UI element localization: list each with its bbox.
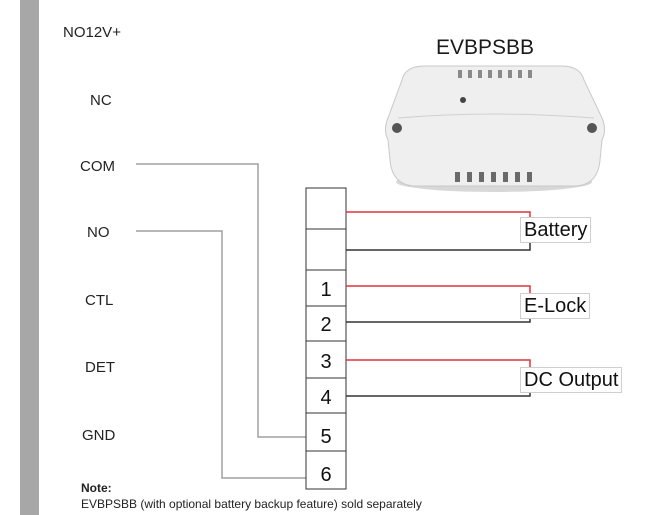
- wire-dc-output-negative: [346, 380, 531, 397]
- note-heading: Note:: [81, 481, 112, 495]
- wire-elock-negative: [346, 308, 531, 323]
- wire-dc-output-positive: [346, 359, 531, 380]
- terminal-label-no: NO: [87, 224, 110, 241]
- terminal-label-com: COM: [80, 158, 115, 175]
- wire-battery-negative: [346, 237, 531, 251]
- terminal-number-4: 4: [320, 387, 331, 409]
- terminal-label-gnd: GND: [82, 427, 116, 444]
- terminal-block: [305, 187, 347, 490]
- panel-edge-bar: [20, 0, 39, 515]
- terminal-number-6: 6: [320, 464, 331, 486]
- terminal-label-nc: NC: [90, 92, 112, 109]
- terminal-number-5: 5: [320, 426, 331, 448]
- terminal-number-1: 1: [320, 279, 331, 301]
- terminal-number-3: 3: [320, 351, 331, 373]
- wire-com-to-5: [136, 163, 306, 438]
- output-label-battery: Battery: [520, 217, 592, 243]
- terminal-number-2: 2: [320, 314, 331, 336]
- module-title: EVBPSBB: [436, 36, 535, 59]
- terminal-label-ctl: CTL: [85, 292, 114, 309]
- output-label-elock: E-Lock: [520, 293, 591, 319]
- terminal-label-no12v: NO12V+: [63, 24, 121, 41]
- wire-no-to-6: [136, 230, 306, 479]
- terminal-label-det: DET: [85, 359, 115, 376]
- wire-elock-positive: [346, 285, 531, 308]
- note-text: EVBPSBB (with optional battery backup fe…: [81, 497, 422, 511]
- output-label-dc-output: DC Output: [520, 367, 623, 393]
- module-image: [385, 65, 605, 192]
- wire-battery-positive: [346, 211, 531, 237]
